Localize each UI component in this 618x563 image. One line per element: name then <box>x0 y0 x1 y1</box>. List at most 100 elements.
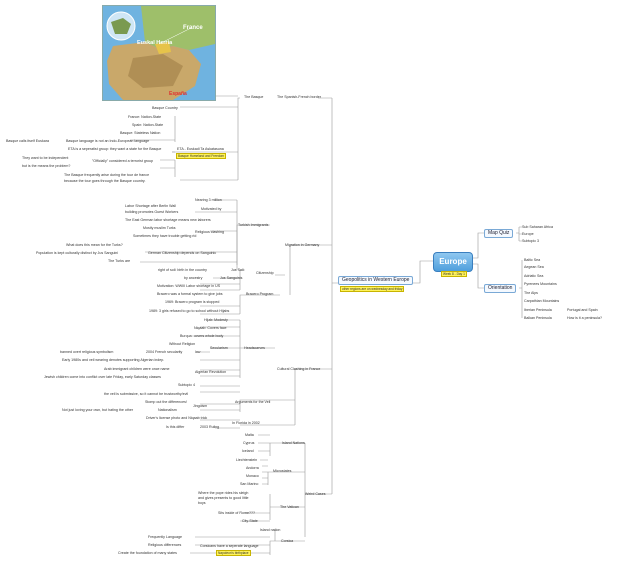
germany-node[interactable]: The East German labor shortage means new… <box>125 218 211 222</box>
weird-node[interactable]: Cyprus <box>243 441 255 445</box>
main-topic[interactable]: Geopolitics in Western Europe <box>338 276 414 285</box>
basque-node[interactable]: "Officially" considered a terrorist grou… <box>92 159 154 163</box>
france-node[interactable]: Jewish children come into conflict over … <box>44 375 161 379</box>
germany-node[interactable]: Nearing 3 million <box>195 198 222 202</box>
germany-node[interactable]: Motivation: WWIII Labor shortage in US <box>157 284 221 288</box>
orientation-item[interactable]: Balkan Peninsula <box>524 316 552 320</box>
basque-node[interactable]: Basque Country <box>152 106 178 110</box>
france-node[interactable]: Burqua: covers whole body <box>180 334 224 338</box>
france-node[interactable]: Stomp out the differences! <box>145 400 187 404</box>
france-node[interactable]: Algerian Revolution <box>195 370 227 374</box>
germany-node[interactable]: Sometimes they have trouble getting rid <box>133 234 197 238</box>
weird-node[interactable]: boys <box>198 501 206 505</box>
orientation-item[interactable]: Pyrenees Mountains <box>524 282 557 286</box>
germany-node[interactable]: Jus Sanguinis <box>220 276 243 280</box>
germany-node[interactable]: Bracero Program <box>246 292 274 296</box>
france-node[interactable]: Early 1980s and veil wearing denotes sup… <box>62 358 165 362</box>
germany-node[interactable]: The Turks are <box>108 259 131 263</box>
weird-node[interactable]: The Vatican <box>280 505 299 509</box>
germany-node[interactable]: Mostly muslim Turks <box>143 226 176 230</box>
france-node[interactable]: In Florida in 2002 <box>232 421 260 425</box>
france-node[interactable]: Arguments for the Veil <box>235 400 271 404</box>
germany-topic[interactable]: Migration in Germany <box>285 243 320 247</box>
basque-node[interactable]: Basque: Stateless Nation <box>120 131 161 135</box>
weird-node[interactable]: Andorra <box>246 466 259 470</box>
map-quiz-topic[interactable]: Map Quiz <box>484 229 514 238</box>
germany-node[interactable]: 1989: 3 girls refused to go to school wi… <box>149 309 230 313</box>
orientation-topic[interactable]: Orientation <box>484 284 517 293</box>
france-topic[interactable]: Cultural Clashing in France <box>277 367 321 371</box>
orientation-item[interactable]: Carpathian Mountains <box>524 299 560 303</box>
weird-node[interactable]: Religious differences <box>148 543 182 547</box>
france-node[interactable]: Is this differ <box>166 425 185 429</box>
france-node[interactable]: law <box>195 350 201 354</box>
france-node[interactable]: Without Religion <box>169 342 196 346</box>
weird-node[interactable]: Monaco <box>246 474 259 478</box>
germany-node[interactable]: building promotes Guest Workers <box>125 210 179 214</box>
weird-node[interactable]: and gives presents to good little <box>198 496 249 500</box>
basque-node[interactable]: because the tour goes through the Basque… <box>64 179 146 183</box>
weird-node[interactable]: Create the foundation of many states <box>118 551 177 555</box>
france-node[interactable]: the veil is submissive, so it cannot be … <box>104 392 189 396</box>
france-node[interactable]: Jingoism <box>193 404 208 408</box>
map-quiz-item[interactable]: Subtopic 3 <box>522 239 539 243</box>
germany-node[interactable]: 1969: Bracero program is stopped <box>165 300 220 304</box>
germany-node[interactable]: What does this mean for the Turks? <box>66 243 123 247</box>
weird-node[interactable]: Frequently Language <box>148 535 182 539</box>
basque-node[interactable]: The Basque frequently arise during the t… <box>64 173 150 177</box>
france-node[interactable]: Headscarves <box>244 346 265 350</box>
weird-node[interactable]: Island nation <box>260 528 281 532</box>
germany-node[interactable]: Jus Soli <box>231 268 244 272</box>
germany-node[interactable]: German Citizenship depends on Sanguinic <box>148 251 217 255</box>
weird-node[interactable]: Corsicans have a seperate language <box>200 544 259 548</box>
weird-node[interactable]: Liechtenstein <box>236 458 258 462</box>
basque-node[interactable]: Spain: Nation-State <box>132 123 164 127</box>
basque-topic[interactable]: The Basque <box>244 95 264 99</box>
france-node[interactable]: Arab immigrant children were once name <box>104 367 170 371</box>
basque-border[interactable]: The Spanish-French border <box>277 95 321 99</box>
germany-node[interactable]: Labor Shortage after Berlin Wall <box>125 204 177 208</box>
germany-node[interactable]: Religious clashing <box>195 230 224 234</box>
orientation-subitem[interactable]: Portugal and Spain <box>567 308 598 312</box>
france-node[interactable]: banned overt religious symbolism <box>60 350 114 354</box>
weird-node[interactable]: Sits inside of Rome??? <box>218 511 255 515</box>
germany-node[interactable]: Population is kept culturally distinct b… <box>36 251 119 255</box>
france-node[interactable]: Niqaab: Covers face <box>194 326 227 330</box>
weird-node[interactable]: Island Nations <box>282 441 305 445</box>
basque-node[interactable]: France: Nation-State <box>128 115 162 119</box>
weird-node[interactable]: City-State <box>242 519 258 523</box>
basque-node[interactable]: Basque calls itself Euskara <box>6 139 49 143</box>
weird-node[interactable]: Malta <box>245 433 254 437</box>
orientation-item[interactable]: The Alps <box>524 291 538 295</box>
weird-node[interactable]: Corsica <box>281 539 294 543</box>
germany-node[interactable]: Turkish Immigrants <box>238 223 269 227</box>
france-node[interactable]: Not just loving your own, but hating the… <box>62 408 134 412</box>
orientation-item[interactable]: Adriatic Sea <box>524 274 544 278</box>
france-node[interactable]: Secularism <box>210 346 228 350</box>
weird-topic[interactable]: Weird Cases <box>305 492 326 496</box>
weird-node[interactable]: San Marino <box>240 482 259 486</box>
germany-node[interactable]: Bracero was a formal system to give jobs <box>157 292 223 296</box>
orientation-item[interactable]: Aegean Sea <box>524 265 544 269</box>
france-node[interactable]: Hijab: Modesty <box>204 318 228 322</box>
germany-node[interactable]: right of soil: birth in the country <box>158 268 207 272</box>
france-node[interactable]: 2003 Ruling <box>200 425 220 429</box>
orientation-item[interactable]: Iberian Peninsula <box>524 308 552 312</box>
map-quiz-item[interactable]: Europe <box>522 232 534 236</box>
weird-node[interactable]: Iceland <box>242 449 254 453</box>
france-node[interactable]: Nationalism <box>158 408 177 412</box>
france-node[interactable]: 2004 French secularity <box>146 350 183 354</box>
germany-node[interactable]: Citizenship <box>256 271 274 275</box>
weird-node[interactable]: Microstates <box>273 469 292 473</box>
root-topic[interactable]: Europe <box>433 252 473 272</box>
basque-node[interactable]: ETA - Euskadi Ta Askatasuna <box>177 147 224 151</box>
orientation-subitem[interactable]: How is it a peninsula? <box>567 316 602 320</box>
france-node[interactable]: Driver's license photo and Niqaab trick <box>146 416 208 420</box>
orientation-item[interactable]: Baltic Sea <box>524 258 541 262</box>
basque-node[interactable]: They want to be independent <box>22 156 69 160</box>
france-node[interactable]: Subtopic 4 <box>178 383 195 387</box>
basque-node[interactable]: but is the means the problem? <box>22 164 71 168</box>
weird-node[interactable]: Where the pope rides his sleigh <box>198 491 249 495</box>
map-quiz-item[interactable]: Sub Saharan Africa <box>522 225 553 229</box>
basque-node[interactable]: ETA is a seperatist group: they want a s… <box>68 147 162 151</box>
